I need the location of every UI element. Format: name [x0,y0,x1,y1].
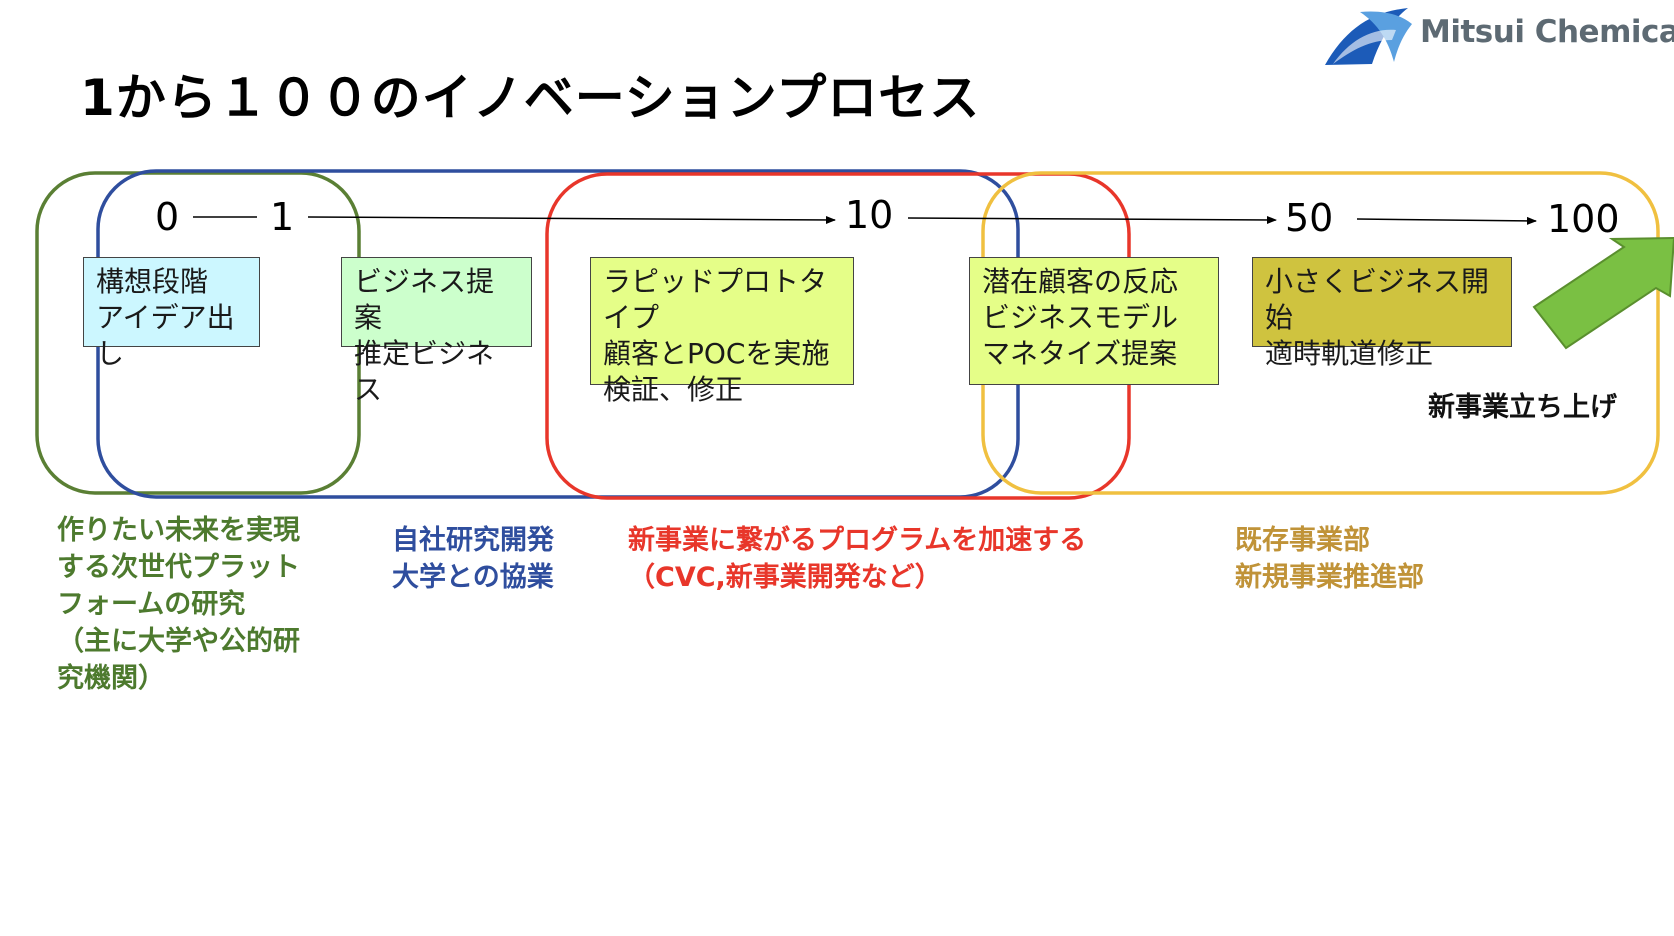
stage-box-business-model: 潜在顧客の反応 ビジネスモデル マネタイズ提案 [969,257,1219,385]
caption-accelerator: 新事業に繋がるプログラムを加速する （CVC,新事業開発など） [628,525,1087,593]
arrow-1-10 [307,215,836,224]
company-logo: Mitsui Chemicals [1420,14,1674,50]
milestone-100: 100 [1547,197,1620,241]
caption-rnd: 自社研究開発 大学との協業 [392,525,554,593]
launch-label: 新事業立ち上げ [1428,392,1617,423]
stage-box-ideation: 構想段階 アイデア出し [83,257,260,370]
caption-business: 既存事業部 新規事業推進部 [1235,525,1424,593]
stage-box-prototype: ラピッドプロトタイプ 顧客とPOCを実施 検証、修正 [590,257,854,406]
arrow-10-50 [907,215,1277,224]
arrow-50-100 [1356,216,1537,225]
stage-box-proposal: ビジネス提案 推定ビジネス [341,257,532,406]
stage-box-small-launch: 小さくビジネス開始 適時軌道修正 [1252,257,1512,370]
wave-logo-icon [1325,8,1412,65]
milestone-10: 10 [845,193,894,237]
upright-arrow-icon [1532,236,1674,350]
milestone-1: 1 [270,195,295,239]
caption-research: 作りたい未来を実現 する次世代プラット フォームの研究 （主に大学や公的研 究機… [57,515,300,694]
page-title: 1から１００のイノベーションプロセス [80,69,981,127]
milestone-50: 50 [1285,196,1334,240]
milestone-0: 0 [155,195,180,239]
